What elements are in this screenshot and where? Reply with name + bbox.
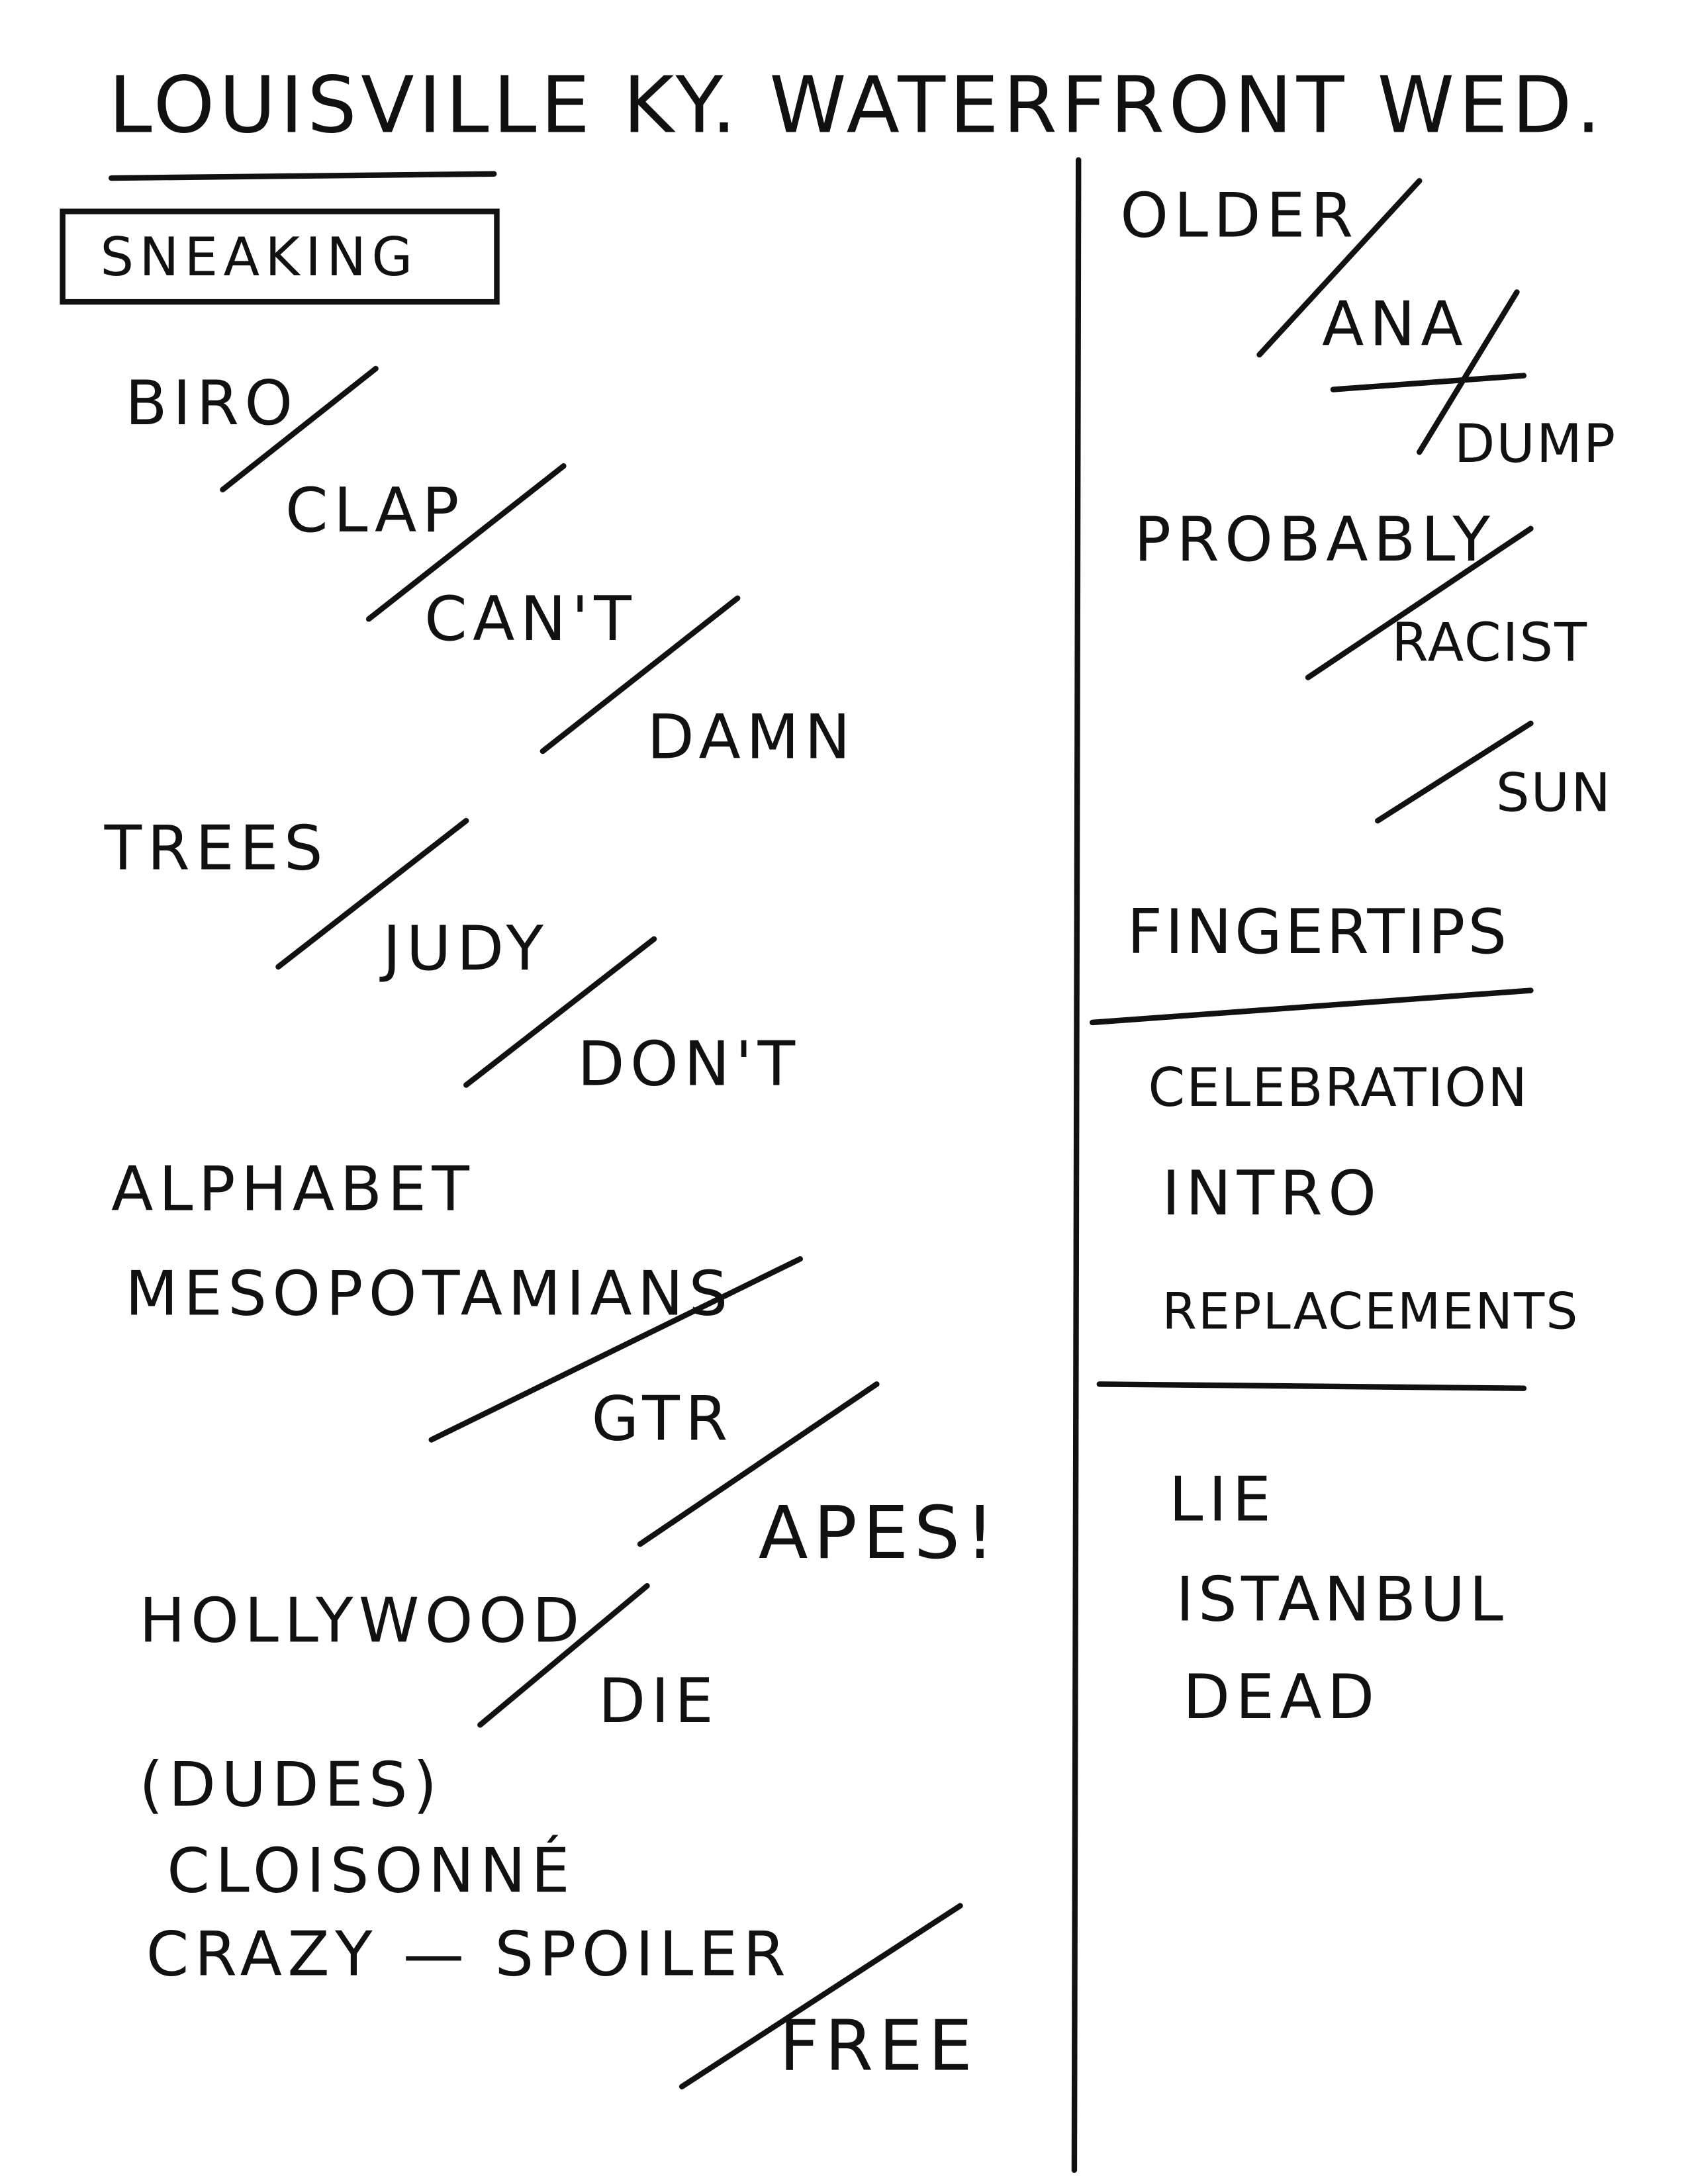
song-mesopotamians: MESOPOTAMIANS	[125, 1257, 733, 1329]
song-dump: DUMP	[1454, 413, 1617, 475]
segue-slash	[428, 1256, 803, 1443]
song-apes: APES!	[759, 1491, 1000, 1575]
song-damn: DAMN	[647, 702, 856, 773]
song-sun: SUN	[1496, 762, 1612, 823]
segue-slash	[1417, 289, 1520, 455]
segue-slash	[539, 595, 741, 754]
song-ana: ANA	[1322, 288, 1468, 359]
song-judy: JUDY	[379, 913, 549, 984]
song-clap: CLAP	[285, 475, 465, 546]
song-dont: DON'T	[577, 1028, 800, 1099]
boxed-item-frame	[60, 208, 500, 305]
segue-slash	[477, 1582, 650, 1728]
song-trees: TREES	[104, 813, 328, 884]
song-replacements: REPLACEMENTS	[1162, 1282, 1579, 1340]
segue-slash	[1305, 525, 1534, 680]
song-fingertips: FINGERTIPS	[1127, 896, 1510, 968]
song-die: DIE	[598, 1665, 719, 1737]
segue-slash	[463, 936, 657, 1088]
segue-slash	[365, 463, 567, 622]
column-divider	[1071, 157, 1082, 2173]
section-divider	[1096, 1381, 1527, 1391]
song-alphabet: ALPHABET	[111, 1154, 475, 1225]
song-dudes: (DUDES)	[139, 1749, 442, 1820]
song-probably: PROBABLY	[1134, 504, 1495, 575]
song-lie: LIE	[1169, 1463, 1276, 1535]
song-sneaking: SNEAKING	[100, 226, 418, 288]
segue-slash	[679, 1903, 963, 2090]
segue-slash	[220, 365, 379, 493]
song-racist: RACIST	[1391, 612, 1588, 673]
segue-slash	[275, 817, 469, 970]
song-crazy-spoiler: CRAZY — SPOILER	[146, 1919, 791, 1990]
segue-slash	[637, 1381, 880, 1547]
song-older: OLDER	[1120, 179, 1358, 251]
section-divider	[1090, 987, 1534, 1026]
song-istanbul: ISTANBUL	[1176, 1564, 1507, 1635]
song-intro: INTRO	[1162, 1158, 1382, 1229]
song-gtr: GTR	[591, 1383, 733, 1454]
title-underline	[108, 171, 497, 181]
song-biro: BIRO	[125, 367, 298, 439]
song-free: FREE	[779, 2005, 978, 2087]
segue-slash	[1374, 720, 1534, 824]
segue-line	[1330, 373, 1527, 392]
segue-slash	[1256, 178, 1423, 358]
song-cant: CAN'T	[424, 583, 637, 655]
song-celebration: CELEBRATION	[1148, 1057, 1528, 1118]
song-dead: DEAD	[1183, 1661, 1380, 1733]
setlist-title: LOUISVILLE KY. WATERFRONT WED.	[109, 60, 1605, 151]
song-cloisonne: CLOISONNÉ	[167, 1835, 575, 1907]
song-hollywood: HOLLYWOOD	[139, 1584, 585, 1656]
